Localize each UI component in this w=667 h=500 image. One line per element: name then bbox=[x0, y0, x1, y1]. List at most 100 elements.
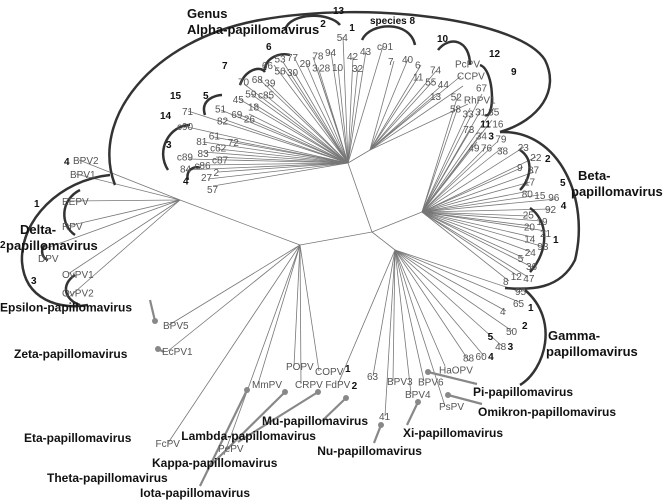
leaf-label: 61 bbox=[209, 132, 221, 143]
pointer-arrow bbox=[148, 299, 157, 322]
leaf-label: 73 bbox=[463, 125, 475, 136]
leaf-label: 84 bbox=[180, 164, 192, 175]
branch bbox=[421, 181, 531, 213]
species-label: 5 bbox=[560, 178, 566, 189]
leaf-label: 79 bbox=[495, 135, 507, 146]
branch bbox=[421, 93, 483, 213]
branch bbox=[347, 162, 373, 233]
leaf-label: 4 bbox=[500, 307, 506, 318]
leaf-label: 39 bbox=[264, 78, 276, 89]
species-label: 12 bbox=[489, 49, 501, 60]
leaf-label: FcPV bbox=[155, 439, 180, 450]
leaf-label: RPV bbox=[62, 222, 83, 233]
branch bbox=[168, 244, 301, 326]
arrowhead bbox=[343, 395, 349, 401]
pointer-arrow bbox=[199, 389, 248, 487]
leaf-label: BPV4 bbox=[405, 390, 431, 401]
genus-label: Eta-papillomavirus bbox=[24, 431, 132, 445]
branch bbox=[215, 156, 349, 164]
leaf-label: BPV6 bbox=[418, 377, 444, 388]
leaf-label: 81 bbox=[196, 137, 208, 148]
branch bbox=[347, 66, 359, 164]
genus-label: Kappa-papillomavirus bbox=[152, 456, 278, 470]
leaf-label: 60 bbox=[476, 352, 488, 363]
leaf-label: 20 bbox=[524, 222, 536, 233]
branch bbox=[421, 211, 533, 268]
clade-bracket-arc bbox=[529, 206, 546, 273]
branch bbox=[223, 244, 301, 456]
leaf-label: 59 bbox=[245, 90, 257, 101]
branch bbox=[392, 249, 396, 382]
species-label: 4 bbox=[64, 157, 70, 168]
branch bbox=[421, 211, 547, 232]
genus-label: Theta-papillomavirus bbox=[47, 471, 168, 485]
genus-label: Lambda-papillomavirus bbox=[181, 429, 316, 443]
branch bbox=[257, 244, 301, 385]
branch bbox=[237, 113, 349, 164]
species-label: 5 bbox=[203, 91, 209, 102]
branch bbox=[394, 249, 470, 362]
leaf-label: EEPV bbox=[62, 197, 89, 208]
leaf-label: 93 bbox=[537, 242, 549, 253]
species-label: 1 bbox=[553, 235, 559, 246]
leaf-label: 43 bbox=[360, 47, 372, 58]
leaf-label: PePV bbox=[218, 444, 244, 455]
clade-bracket-arc bbox=[519, 289, 547, 387]
leaf-label: OvPV1 bbox=[62, 270, 94, 281]
branch bbox=[207, 162, 349, 180]
branch bbox=[317, 66, 349, 164]
branch bbox=[369, 85, 464, 151]
species-label: 10 bbox=[437, 34, 449, 45]
branch bbox=[421, 156, 537, 213]
branch bbox=[369, 70, 437, 151]
clade-bracket-arc bbox=[161, 123, 191, 171]
branch bbox=[299, 244, 302, 385]
species-label: 2 bbox=[0, 240, 6, 251]
branch bbox=[394, 249, 446, 367]
leaf-label: 56 bbox=[274, 66, 286, 77]
arrowhead bbox=[425, 369, 431, 375]
branch bbox=[421, 211, 529, 278]
leaf-label: c90 bbox=[177, 122, 194, 133]
leaf-label: 10 bbox=[332, 63, 344, 74]
branch bbox=[421, 211, 532, 253]
leaf-label: 31 bbox=[475, 107, 487, 118]
arrowhead bbox=[378, 422, 384, 428]
leaf-label: 6 bbox=[415, 61, 421, 72]
genus-label: Alpha-papillomavirus bbox=[187, 22, 319, 37]
branch bbox=[369, 58, 409, 151]
leaf-label: PcPV bbox=[455, 59, 480, 70]
leaf-label: FdPV bbox=[325, 380, 350, 391]
branch bbox=[421, 190, 530, 213]
branch bbox=[230, 141, 349, 164]
arrowhead bbox=[315, 389, 321, 395]
leaf-label: 55 bbox=[425, 78, 437, 89]
leaf-label: 19 bbox=[536, 217, 548, 228]
leaf-label: RhPV1 bbox=[464, 95, 496, 106]
leaf-label: 41 bbox=[379, 412, 391, 423]
branch bbox=[421, 208, 552, 213]
leaf-label: 34 bbox=[476, 131, 488, 142]
species-label: 1 bbox=[528, 303, 534, 314]
genus-label: Zeta-papillomavirus bbox=[14, 347, 128, 361]
leaf-label: 15 bbox=[534, 191, 546, 202]
leaf-label: HaOPV bbox=[439, 365, 473, 376]
pointer-arrow bbox=[372, 424, 383, 444]
leaf-label: 69 bbox=[231, 110, 243, 121]
branch bbox=[212, 162, 349, 187]
arrowhead bbox=[282, 389, 288, 395]
branch bbox=[369, 75, 462, 151]
genus-label: papillomavirus bbox=[546, 344, 638, 359]
species-label: 1 bbox=[349, 23, 355, 34]
leaf-label: 27 bbox=[201, 173, 213, 184]
leaf-label: 80 bbox=[522, 190, 534, 201]
branch bbox=[293, 244, 301, 367]
leaf-label: 35 bbox=[488, 107, 500, 118]
arrowhead bbox=[244, 387, 250, 393]
leaf-label: 92 bbox=[545, 205, 557, 216]
branch bbox=[185, 162, 349, 171]
clade-bracket-arc bbox=[40, 244, 49, 262]
branch bbox=[394, 249, 520, 303]
pointer-arrow bbox=[237, 391, 319, 443]
